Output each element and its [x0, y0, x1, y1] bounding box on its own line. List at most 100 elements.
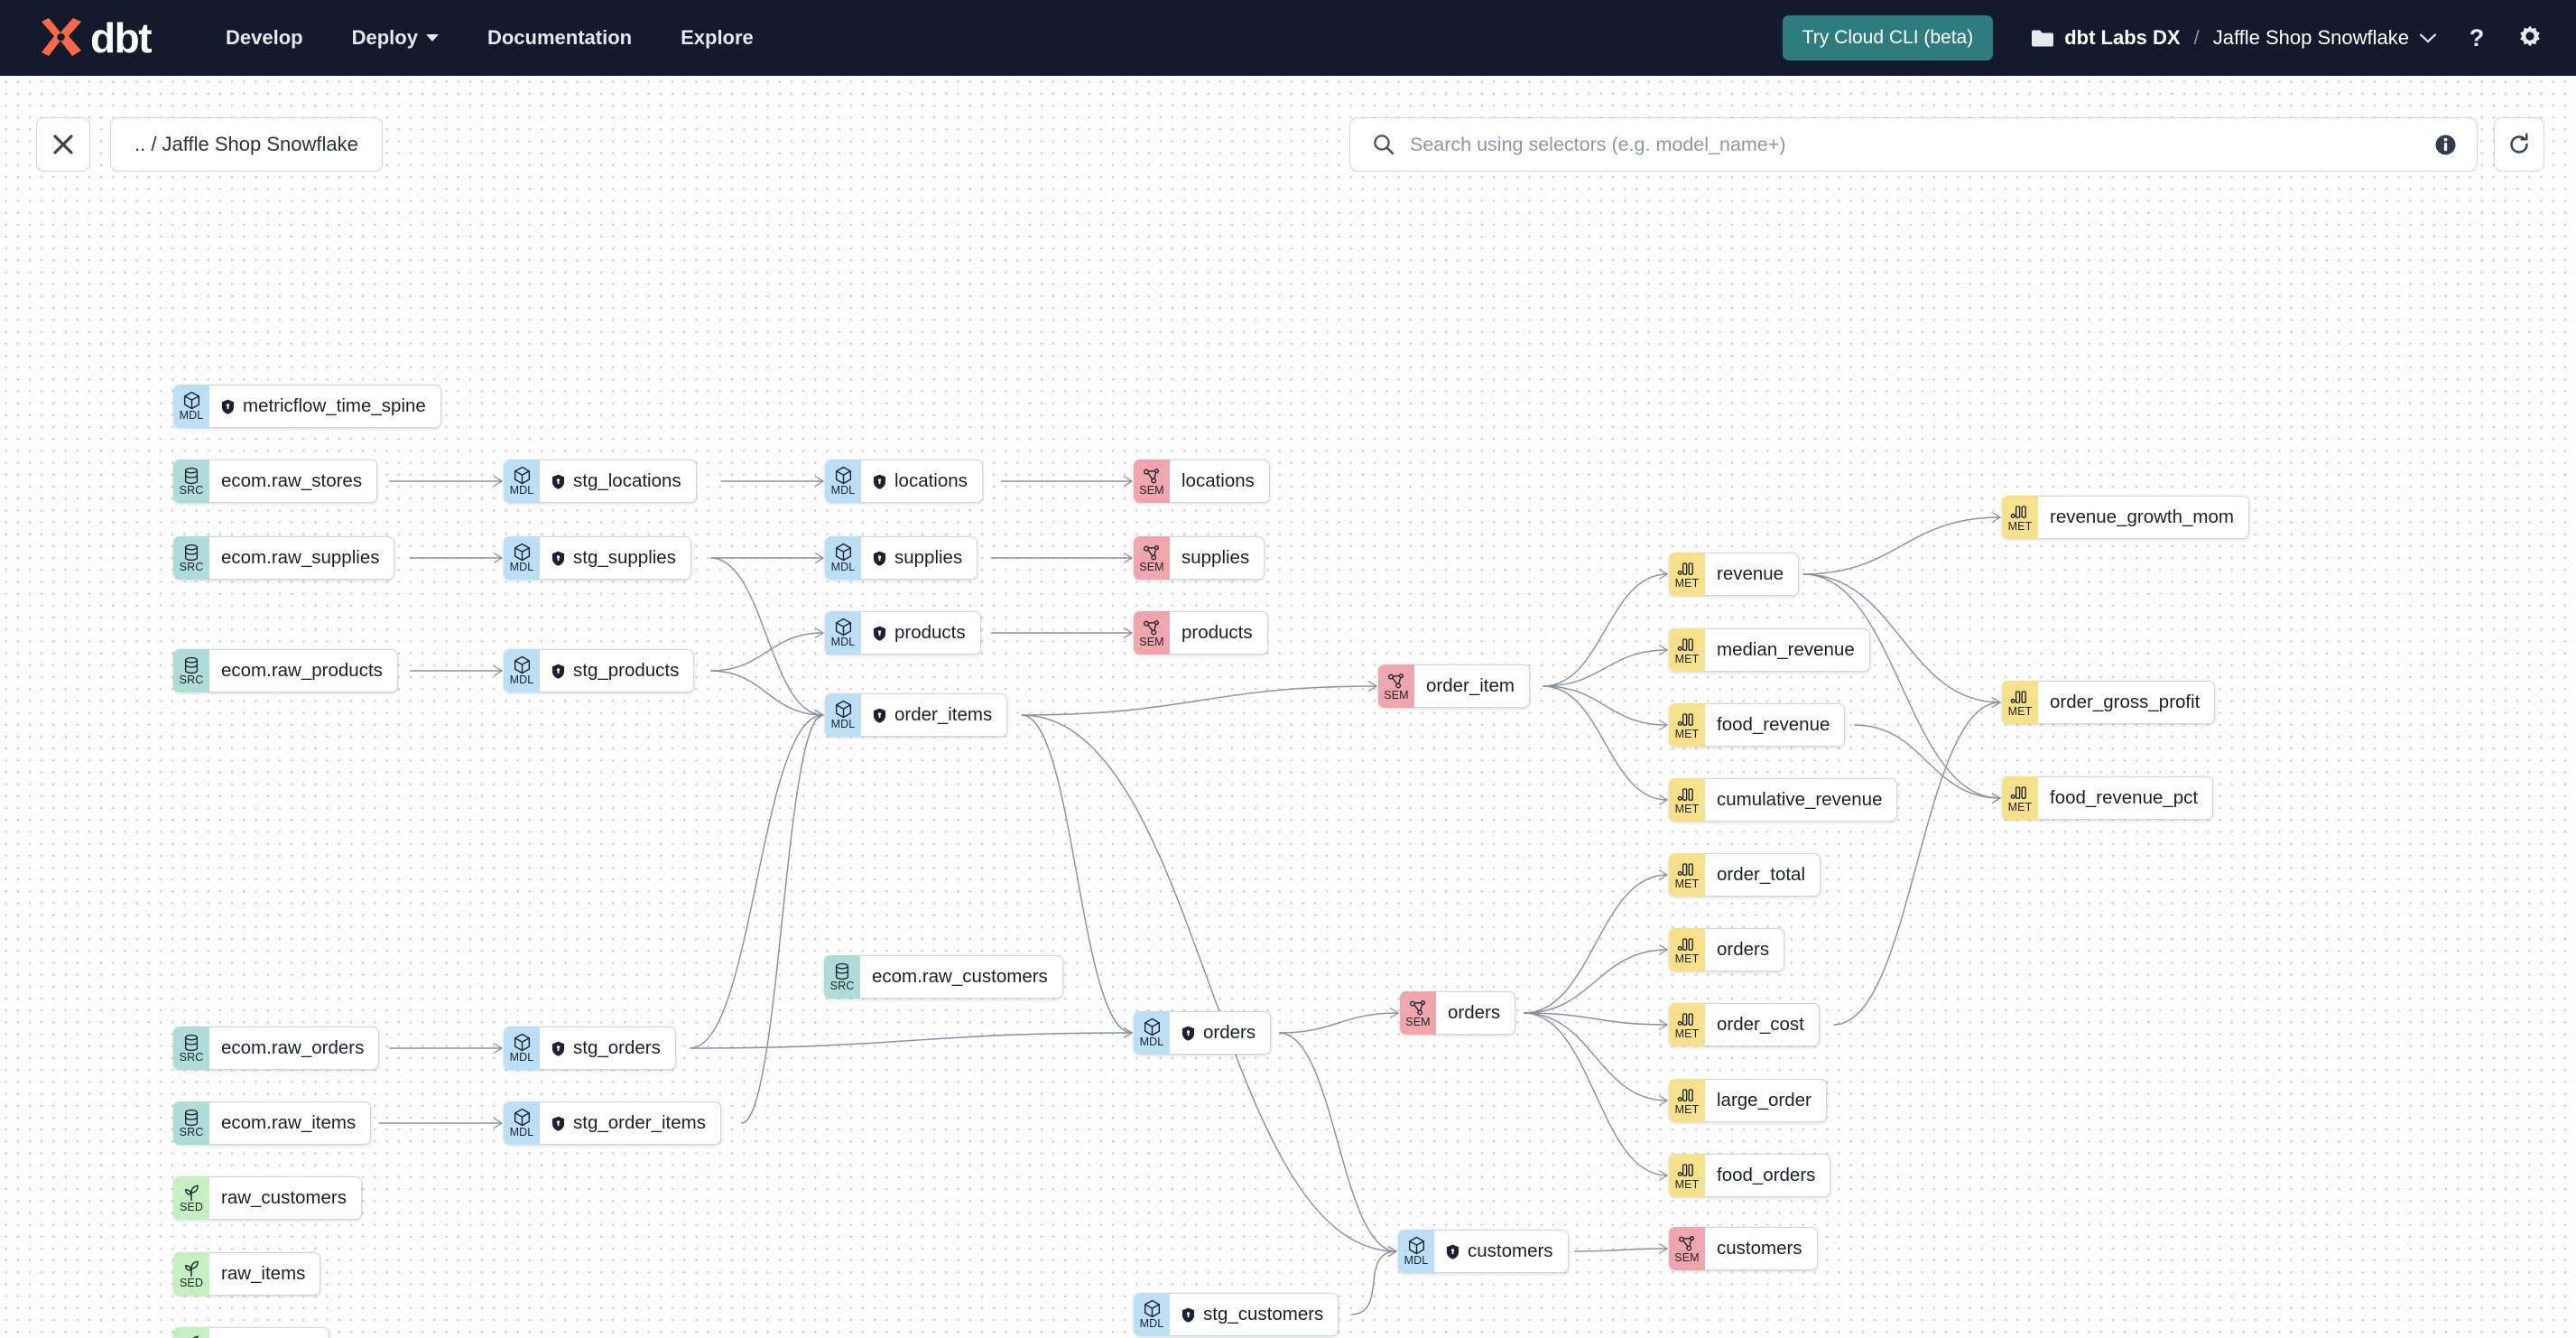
node-type-label: MDL [509, 673, 534, 686]
node-type-label: MDL [1139, 1035, 1164, 1048]
node-label: ecom.raw_stores [221, 469, 363, 491]
lineage-node-met-order-total[interactable]: MET order_total [1669, 853, 1844, 897]
graph-node-icon [1143, 544, 1161, 562]
node-body: order_item [1414, 664, 1530, 708]
try-cloud-cli-button[interactable]: Try Cloud CLI (beta) [1782, 15, 1994, 60]
node-label: food_revenue [1717, 713, 1830, 735]
node-label: ecom.raw_supplies [221, 546, 380, 568]
seedling-icon [182, 1259, 200, 1278]
shield-icon [1181, 1026, 1195, 1041]
nav-link-develop[interactable]: Develop [201, 0, 328, 76]
node-type-label: MET [1674, 952, 1700, 965]
cube-icon [834, 466, 853, 485]
node-type-badge-met: MET [1669, 703, 1705, 747]
refresh-graph-button[interactable] [2494, 117, 2544, 172]
bar-chart-icon [2010, 688, 2030, 706]
node-type-label: MET [1674, 877, 1700, 890]
lineage-node-stg-products[interactable]: MDL stg_products [504, 649, 710, 692]
node-label: locations [894, 469, 968, 491]
lineage-node-ecom-raw-stores[interactable]: SRC ecom.raw_stores [173, 460, 389, 503]
node-type-label: SRC [179, 483, 204, 497]
database-icon [182, 467, 200, 485]
node-type-label: MDL [509, 483, 534, 497]
breadcrumb-project-button[interactable]: .. / Jaffle Shop Snowflake [110, 117, 383, 172]
node-body: metricflow_time_spine [209, 385, 441, 428]
close-lineage-button[interactable] [36, 117, 90, 172]
account-project-breadcrumb[interactable]: dbt Labs DX / Jaffle Shop Snowflake [2031, 26, 2437, 50]
node-type-badge-met: MET [2002, 496, 2038, 539]
database-icon [182, 1109, 200, 1127]
help-button[interactable]: ? [2464, 24, 2489, 51]
node-label: raw_customers [221, 1186, 347, 1208]
lineage-node-ecom-raw-items[interactable]: SRC ecom.raw_items [173, 1101, 379, 1145]
nav-link-explore[interactable]: Explore [656, 0, 778, 76]
lineage-edge-arrowhead [1658, 644, 1669, 656]
selector-search-bar[interactable] [1349, 117, 2478, 172]
lineage-edge [741, 714, 824, 1124]
lineage-node-stg-locations[interactable]: MDL stg_locations [504, 460, 721, 503]
lineage-edge-arrowhead [1658, 568, 1669, 581]
dbt-logo[interactable]: dbt [36, 16, 153, 60]
lineage-node-met-food-revenue[interactable]: MET food_revenue [1669, 703, 1854, 747]
nav-link-documentation-label: Documentation [486, 26, 633, 49]
lineage-edge-arrowhead [1123, 1027, 1134, 1039]
node-body: stg_locations [540, 460, 697, 503]
node-label: ecom.raw_items [221, 1111, 357, 1133]
close-icon [53, 135, 73, 154]
node-type-label: SRC [179, 1125, 204, 1138]
lineage-edge [1574, 1248, 1668, 1252]
search-input[interactable] [1410, 133, 2420, 156]
node-body: orders [1436, 991, 1516, 1035]
info-icon[interactable] [2434, 134, 2457, 156]
settings-button[interactable] [2516, 24, 2544, 51]
shield-icon [873, 551, 886, 566]
cube-icon [834, 543, 853, 562]
lineage-edge-arrowhead [1991, 511, 2002, 524]
nav-link-deploy[interactable]: Deploy [328, 0, 463, 76]
node-label: ecom.raw_products [221, 659, 383, 681]
node-label: order_total [1717, 863, 1806, 885]
node-type-badge-met: MET [1669, 853, 1705, 897]
shield-icon [873, 626, 886, 641]
lineage-edge-arrowhead [1658, 719, 1669, 731]
lineage-edge [1524, 1012, 1668, 1026]
nav-link-documentation[interactable]: Documentation [463, 0, 656, 76]
node-body: stg_products [540, 649, 695, 692]
